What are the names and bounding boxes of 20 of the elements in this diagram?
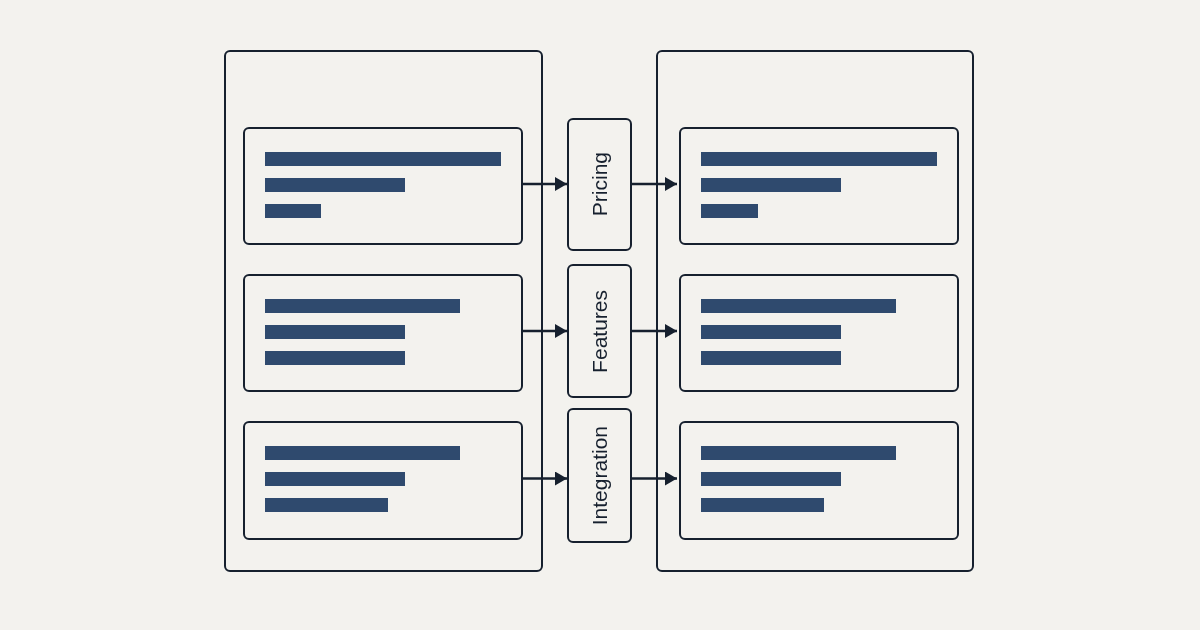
arrow [521, 471, 567, 486]
arrow [632, 177, 677, 191]
category-box [567, 408, 632, 543]
category-label: Integration [589, 425, 610, 526]
content-card [679, 421, 959, 540]
arrow [521, 324, 567, 338]
content-card [243, 421, 523, 540]
category-box [567, 264, 632, 398]
category-label: Features [589, 289, 610, 373]
arrow [521, 177, 567, 191]
content-card [243, 127, 523, 245]
comparison-panel [656, 50, 974, 572]
arrow [632, 471, 677, 486]
category-label: Pricing [589, 152, 610, 217]
category-box [567, 118, 632, 251]
comparison-panel [224, 50, 543, 572]
content-card [679, 274, 959, 392]
arrow [632, 324, 677, 338]
content-card [243, 274, 523, 392]
content-card [679, 127, 959, 245]
